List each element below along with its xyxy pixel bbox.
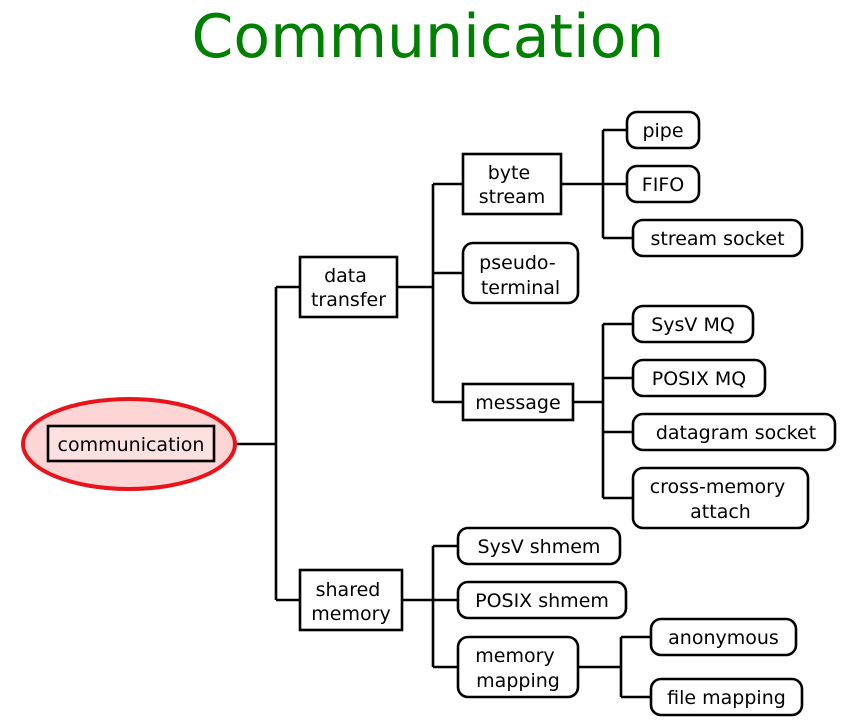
node-shared-memory: shared memory [298,568,404,632]
node-label-pipe: pipe [642,120,683,142]
node-anonymous: anonymous [649,617,798,657]
connector-memory-mapping [578,635,651,699]
node-label-posix-shmem: POSIX shmem [475,590,609,612]
node-posix-shmem: POSIX shmem [456,580,628,620]
diagram-title: Communication [191,2,665,72]
node-label-communication: communication [58,434,205,456]
node-posix-mq: POSIX MQ [631,358,767,398]
node-communication: communication [21,397,237,491]
node-fifo: FIFO [625,164,701,204]
node-label-datagram-socket: datagram socket [656,422,816,444]
tree-connectors [236,128,651,699]
node-message: message [461,382,575,422]
node-pipe: pipe [625,110,701,150]
node-label-sysv-shmem: SysV shmem [478,536,601,558]
node-label-cross-memory-attach: cross-memory attach [650,476,792,523]
connector-shared-memory [402,544,458,669]
node-datagram-socket: datagram socket [631,412,837,452]
connector-data-transfer [397,182,463,404]
node-label-byte-stream: byte stream [479,162,546,208]
node-label-message: message [475,392,560,414]
node-label-memory-mapping: memory mapping [475,645,560,692]
node-sysv-mq: SysV MQ [631,304,755,344]
node-cross-memory-attach: cross-memory attach [631,466,810,530]
node-pseudo-terminal: pseudo- terminal [461,241,580,305]
node-label-stream-socket: stream socket [650,228,784,250]
node-stream-socket: stream socket [631,218,804,258]
connector-message [573,322,633,500]
connector-byte-stream [561,128,633,240]
node-label-sysv-mq: SysV MQ [651,314,735,336]
node-sysv-shmem: SysV shmem [456,526,622,566]
root-box [46,424,216,463]
node-byte-stream: byte stream [461,152,563,216]
connector-root [236,285,300,602]
node-label-posix-mq: POSIX MQ [652,368,746,390]
node-label-shared-memory: shared memory [311,579,390,625]
node-label-fifo: FIFO [642,174,684,196]
node-file-mapping: file mapping [649,677,804,717]
node-data-transfer: data transfer [298,255,399,319]
node-label-file-mapping: file mapping [667,687,786,709]
node-label-pseudo-terminal: pseudo- terminal [479,252,562,299]
node-label-anonymous: anonymous [668,627,779,649]
node-memory-mapping: memory mapping [456,635,580,699]
node-label-data-transfer: data transfer [311,265,386,311]
